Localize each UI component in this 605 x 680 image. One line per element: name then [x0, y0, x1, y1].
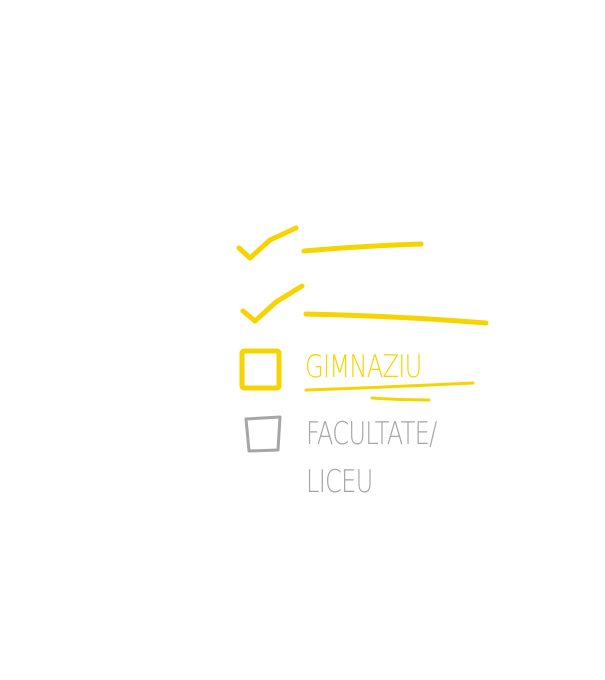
- checkbox-icon: [244, 415, 282, 453]
- checklist-item-1: [236, 225, 424, 261]
- checkmark-icon: [240, 283, 305, 324]
- checkbox-icon: [239, 348, 282, 391]
- checklist-item-4: [244, 415, 282, 453]
- label-liceu: LICEU: [306, 464, 373, 500]
- label-underline: [370, 396, 431, 402]
- completed-line: [303, 311, 489, 326]
- checklist-item-3: [239, 348, 475, 402]
- label-gimnaziu: GIMNAZIU: [305, 349, 422, 385]
- label-facultate: FACULTATE/: [306, 416, 437, 452]
- checklist-item-2: [240, 283, 489, 326]
- label-underline: [304, 381, 475, 392]
- completed-line: [301, 241, 424, 254]
- checkmark-icon: [236, 225, 299, 261]
